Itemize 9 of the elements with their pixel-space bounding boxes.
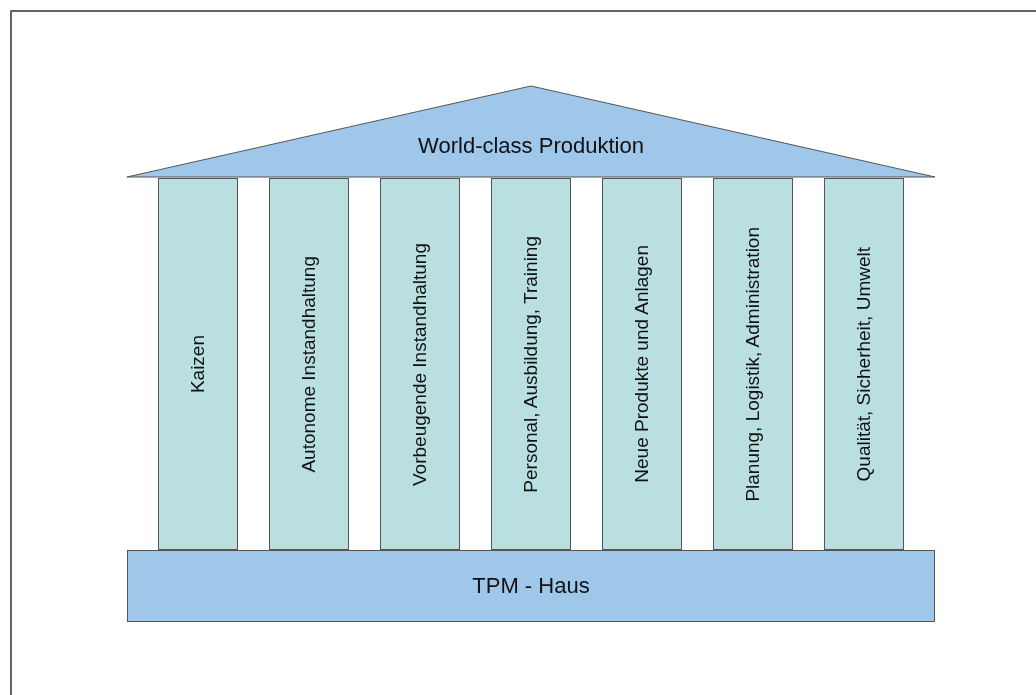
pillar-label: Vorbeugende Instandhaltung xyxy=(409,242,431,486)
pillar-label: Neue Produkte und Anlagen xyxy=(631,245,653,483)
foundation-label: TPM - Haus xyxy=(472,573,590,599)
pillar-label: Personal, Ausbildung, Training xyxy=(520,235,542,493)
roof-title: World-class Produktion xyxy=(418,133,644,159)
pillar-label: Planung, Logistik, Administration xyxy=(742,226,764,502)
pillar-label: Kaizen xyxy=(187,334,209,394)
pillar-label: Qualität, Sicherheit, Umwelt xyxy=(853,246,875,482)
pillar-label: Autonome Instandhaltung xyxy=(298,255,320,473)
